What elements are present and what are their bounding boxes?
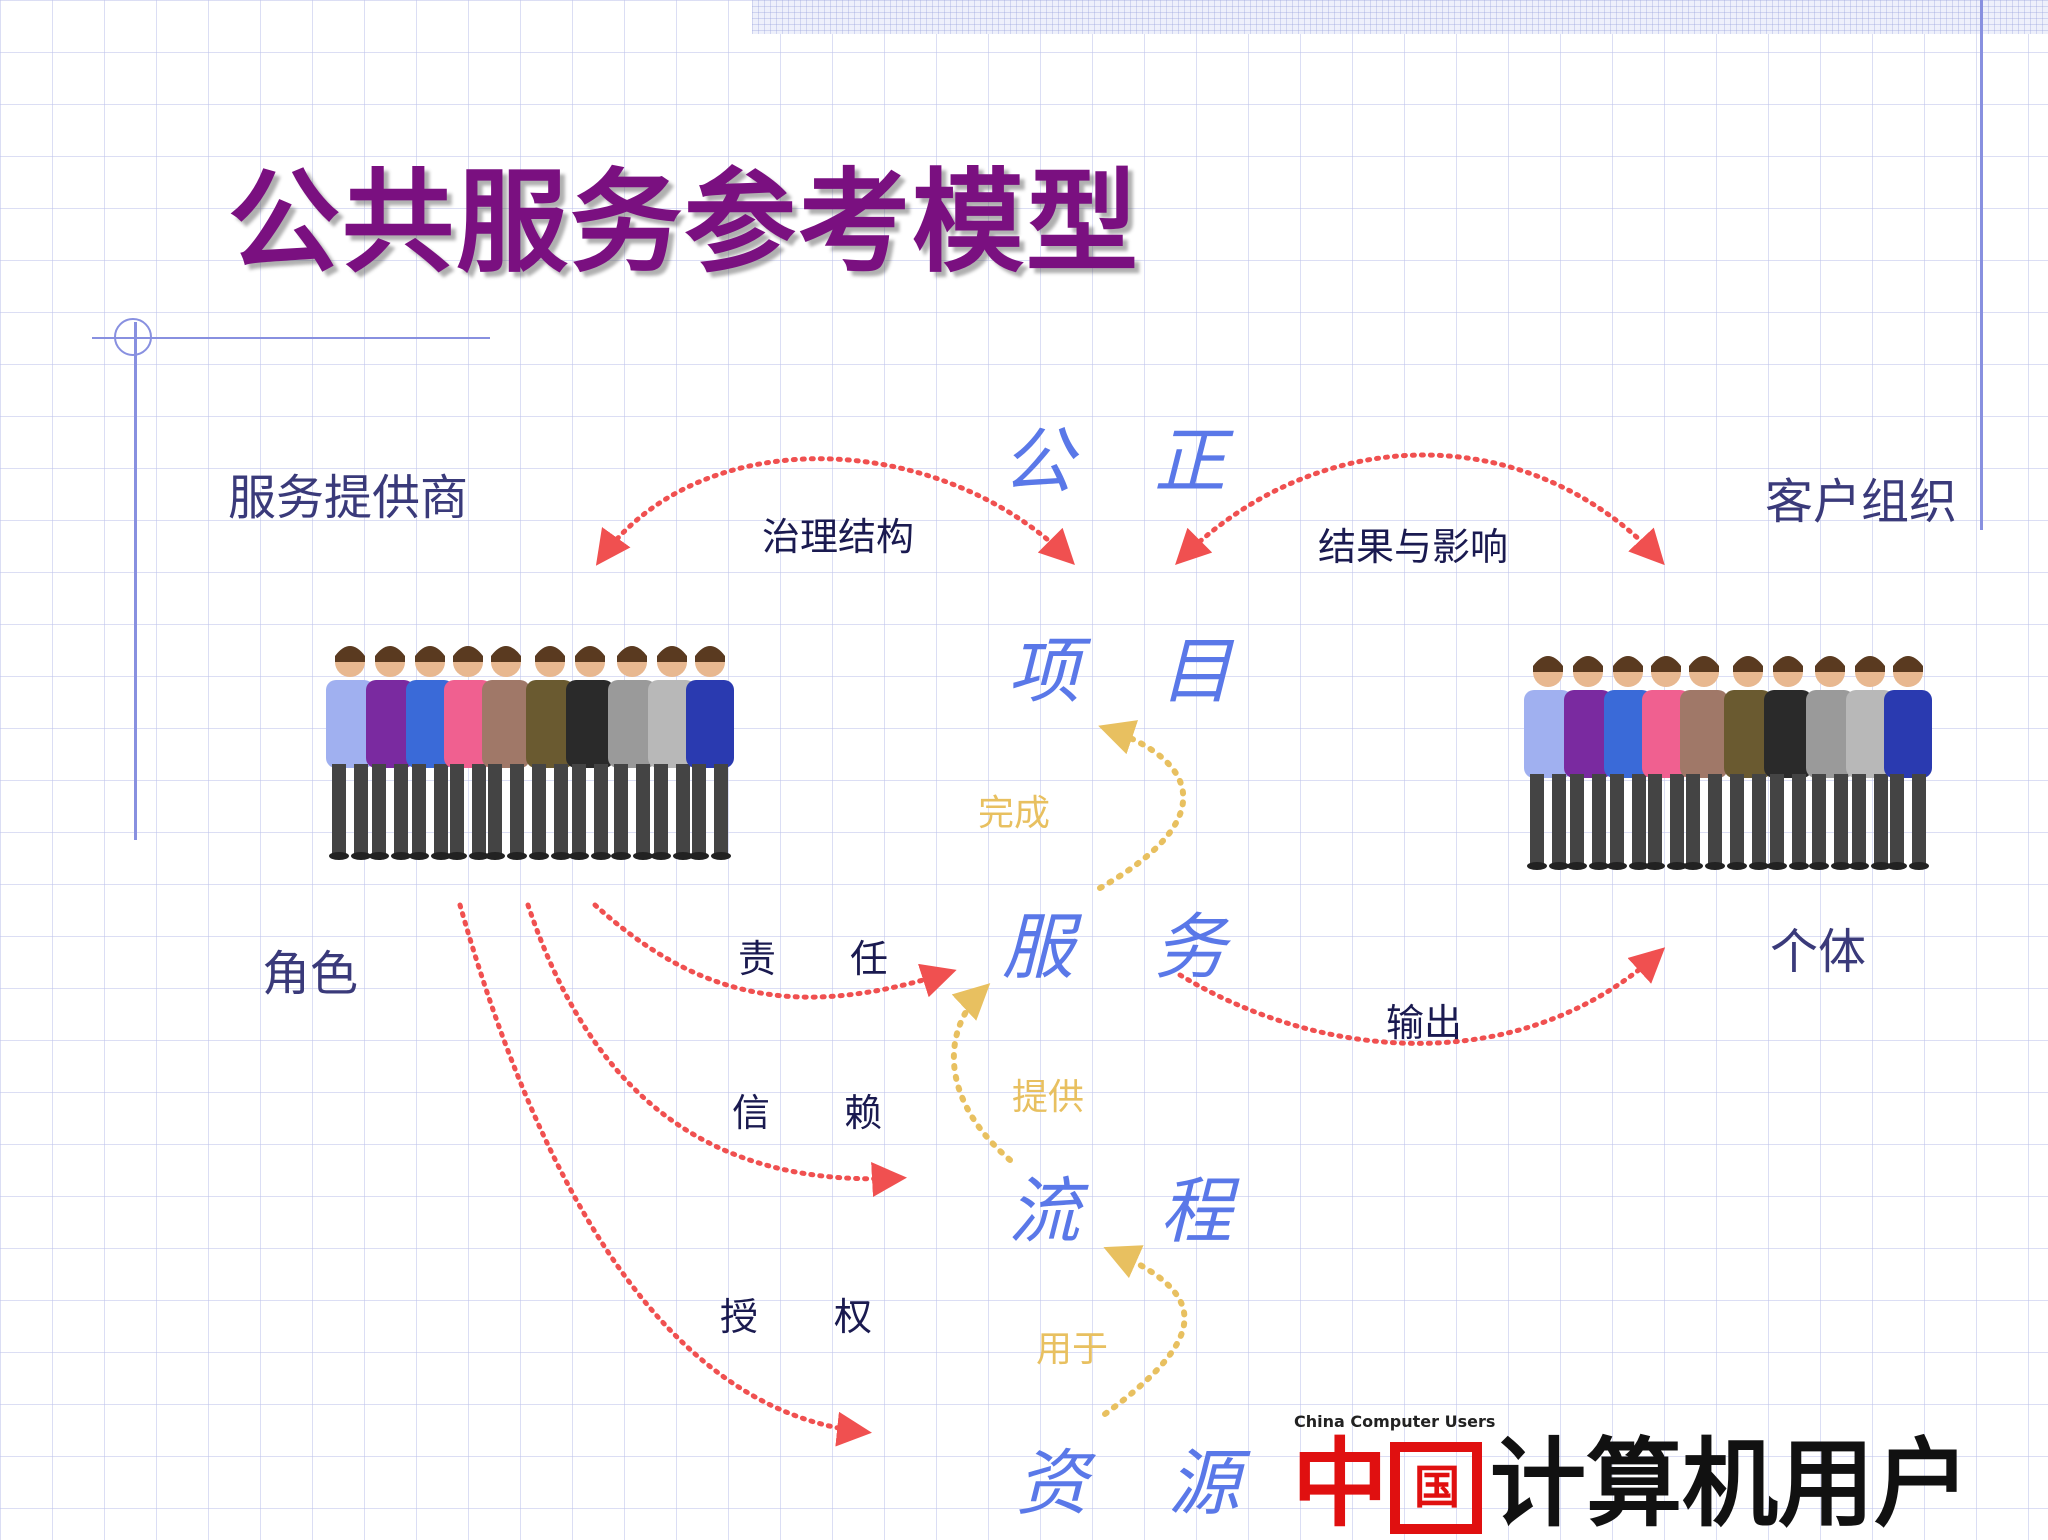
edge-label-authorization: 授 权 — [720, 1295, 873, 1339]
left-accent-vline — [134, 322, 137, 840]
arrow-trust — [525, 902, 907, 1197]
node-resource: 资源 — [1016, 1441, 1321, 1525]
publisher-logo: China Computer Users 中 国 计算机用户 — [1292, 1412, 2048, 1536]
header-texture-band — [752, 0, 2048, 34]
logo-subtitle: China Computer Users — [1294, 1412, 1496, 1431]
provider-people-group — [326, 646, 734, 860]
edge-label-responsibility: 责 任 — [738, 937, 907, 981]
page-title: 公共服务参考模型 — [228, 158, 1140, 288]
arrow-output — [1177, 947, 1666, 1046]
node-project: 项目 — [1008, 629, 1313, 713]
logo-name: 计算机用户 — [1490, 1428, 1970, 1540]
edge-label-used-for: 用于 — [1036, 1329, 1109, 1370]
edge-label-trust: 信 赖 — [732, 1091, 901, 1135]
individual-label: 个体 — [1770, 924, 1867, 980]
edge-label-provide: 提供 — [1012, 1077, 1085, 1118]
arrow-provide — [950, 983, 1013, 1163]
arrow-governance — [595, 456, 1075, 566]
arrow-authorization — [457, 902, 872, 1447]
client-people-group — [1524, 656, 1932, 870]
arrow-used-for — [1102, 1245, 1188, 1417]
right-accent-line — [1980, 0, 1983, 530]
arrow-outcome — [1175, 452, 1665, 566]
client-label: 客户组织 — [1765, 474, 1958, 530]
edge-label-complete: 完成 — [978, 793, 1051, 834]
logo-zhong: 中 — [1292, 1428, 1388, 1540]
accent-circle — [114, 318, 152, 356]
provider-label: 服务提供商 — [228, 470, 469, 526]
edge-label-governance: 治理结构 — [762, 515, 915, 559]
node-fairness: 公正 — [1002, 419, 1307, 503]
logo-guo-frame: 国 — [1390, 1442, 1482, 1534]
node-service: 服务 — [1002, 905, 1307, 989]
edge-label-output: 输出 — [1386, 1001, 1463, 1045]
role-label: 角色 — [262, 946, 359, 1002]
arrow-complete — [1097, 720, 1187, 891]
arrow-responsibility — [592, 902, 957, 1000]
left-accent-hline — [92, 337, 490, 339]
logo-guo: 国 — [1414, 1460, 1460, 1514]
node-process: 流程 — [1008, 1169, 1313, 1253]
edge-label-outcome: 结果与影响 — [1318, 525, 1509, 569]
